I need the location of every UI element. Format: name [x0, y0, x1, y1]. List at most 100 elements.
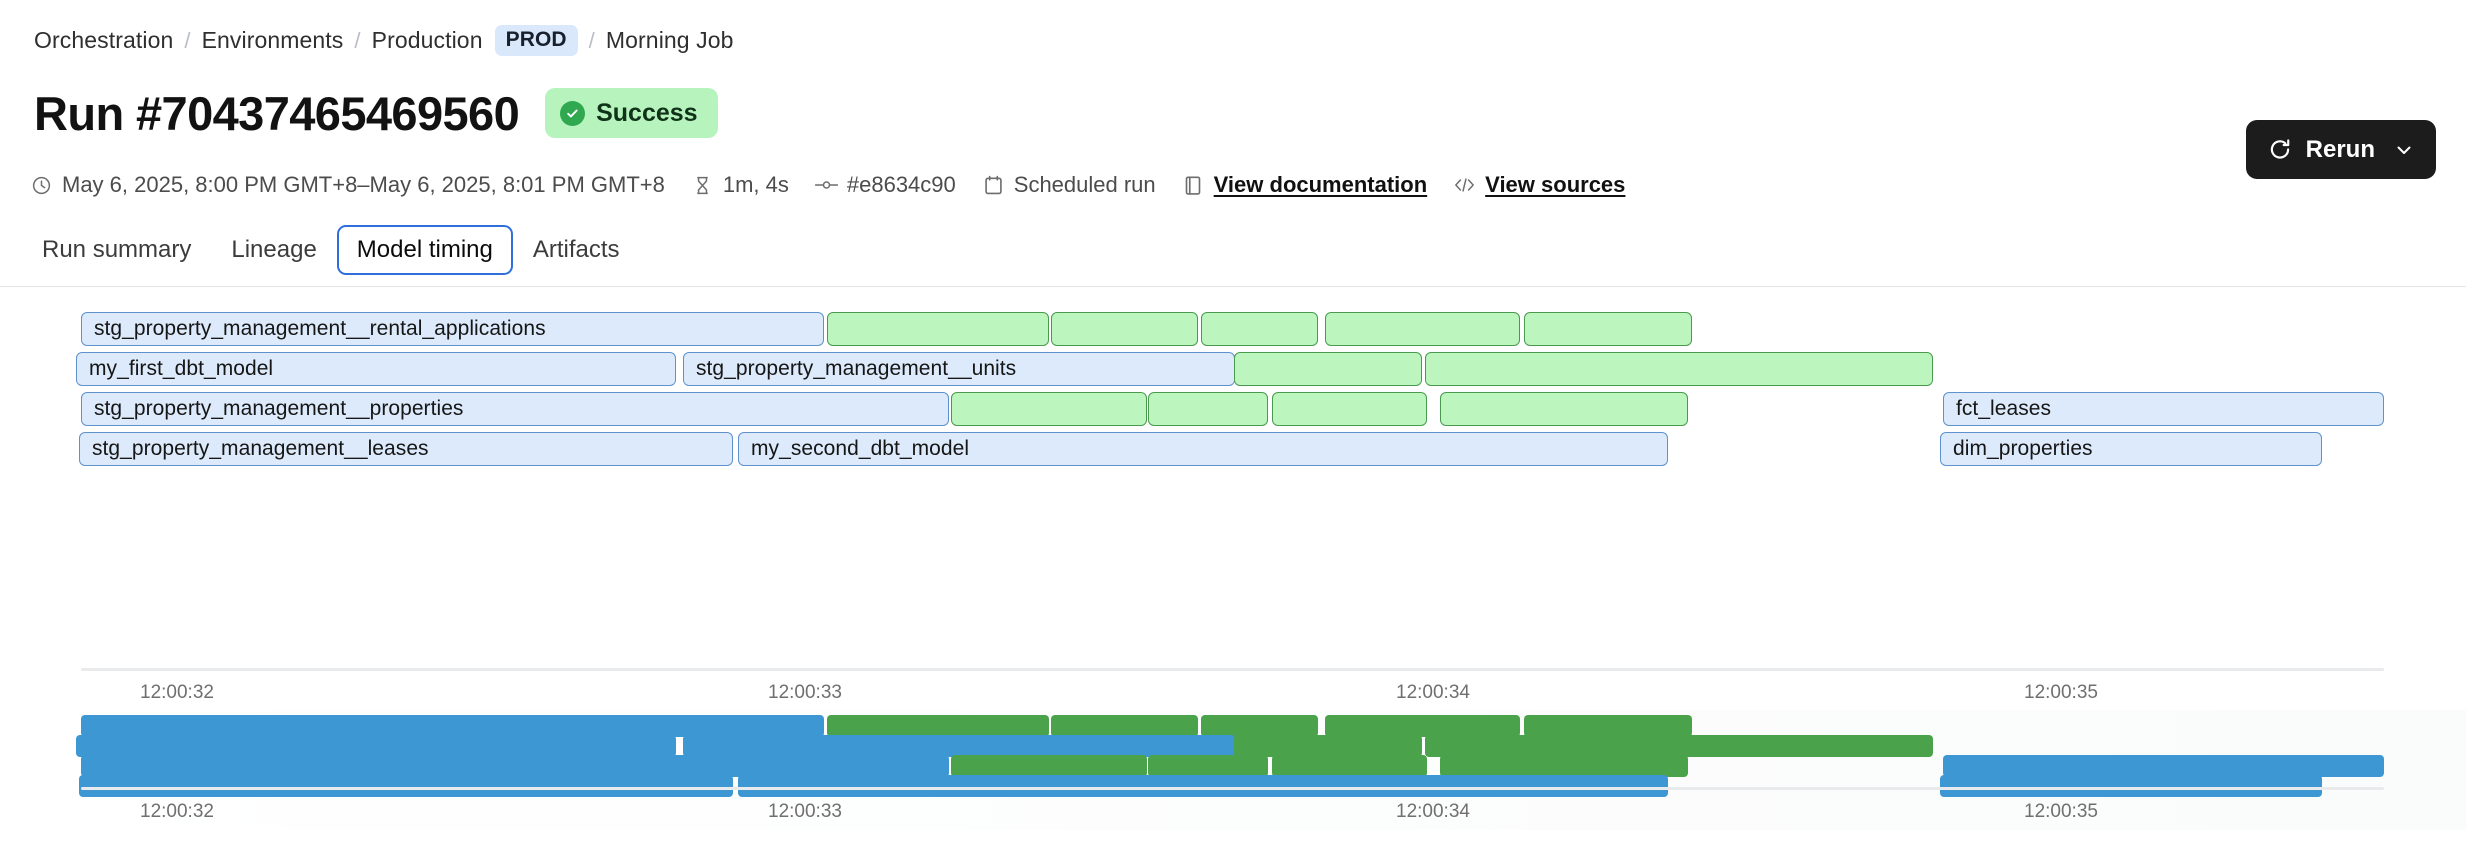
breadcrumb-item-environments[interactable]: Environments: [201, 27, 344, 53]
tab-lineage[interactable]: Lineage: [231, 236, 317, 263]
commit-icon: [814, 174, 838, 197]
gantt-bar-label: stg_property_management__properties: [94, 397, 464, 420]
minimap-bar-segment[interactable]: [827, 715, 1049, 737]
meta-commit-text: #e8634c90: [846, 172, 956, 197]
gantt-bar-segment[interactable]: [827, 312, 1049, 346]
axis-tick-label: 12:00:33: [768, 682, 842, 703]
minimap-bar-segment[interactable]: [1943, 755, 2384, 777]
minimap-bar-segment[interactable]: [1148, 755, 1268, 777]
minimap-bar-segment[interactable]: [951, 755, 1147, 777]
gantt-bar-segment[interactable]: [1148, 392, 1268, 426]
gantt-bar-segment[interactable]: [1051, 312, 1198, 346]
gantt-bar-label: my_first_dbt_model: [89, 357, 274, 380]
minimap-bar-segment[interactable]: [1201, 715, 1318, 737]
gantt-bar-segment[interactable]: [1440, 392, 1688, 426]
hourglass-icon: [691, 174, 714, 197]
breadcrumb-item-orchestration[interactable]: Orchestration: [34, 27, 174, 53]
minimap-bar-segment[interactable]: [683, 735, 1235, 757]
meta-view-sources[interactable]: View sources: [1453, 172, 1625, 198]
breadcrumb-item-morning-job[interactable]: Morning Job: [605, 27, 734, 53]
gantt-bar-segment[interactable]: [1234, 352, 1422, 386]
gantt-bar-my-first-dbt-model[interactable]: my_first_dbt_model: [76, 352, 676, 386]
tab-bar: Run summary Lineage Model timing Artifac…: [22, 222, 640, 278]
gantt-bar-stg-property-management--leases[interactable]: stg_property_management__leases: [79, 432, 733, 466]
gantt-row: stg_property_management__properties fct_l…: [0, 392, 2466, 426]
page-header: Run #70437465469560 Success: [34, 88, 718, 138]
code-icon: [1453, 174, 1476, 197]
axis-tick-label: 12:00:34: [1396, 801, 1470, 822]
gantt-minimap[interactable]: [0, 710, 2466, 830]
minimap-row: [0, 775, 2466, 797]
minimap-bar-segment[interactable]: [79, 775, 733, 797]
gantt-bar-segment[interactable]: [1425, 352, 1933, 386]
gantt-bar-stg-property-management--rental-applications[interactable]: stg_property_management__rental_applicat…: [81, 312, 824, 346]
meta-view-documentation-link[interactable]: View documentation: [1213, 172, 1428, 197]
gantt-row: stg_property_management__rental_applicat…: [0, 312, 2466, 346]
model-timing-chart: stg_property_management__rental_applicat…: [0, 300, 2466, 830]
gantt-bar-fct-leases[interactable]: fct_leases: [1943, 392, 2384, 426]
gantt-bar-my-second-dbt-model[interactable]: my_second_dbt_model: [738, 432, 1668, 466]
breadcrumb: Orchestration / Environments / Productio…: [34, 25, 734, 56]
gantt-detail[interactable]: stg_property_management__rental_applicat…: [0, 300, 2466, 562]
minimap-row: [0, 715, 2466, 737]
gantt-row: stg_property_management__leases my_second…: [0, 432, 2466, 466]
check-circle-icon: [560, 100, 586, 126]
gantt-bar-stg-property-management--units[interactable]: stg_property_management__units: [683, 352, 1235, 386]
tab-model-timing[interactable]: Model timing: [336, 225, 513, 275]
gantt-bar-segment[interactable]: [1272, 392, 1427, 426]
status-badge: Success: [545, 88, 718, 138]
gantt-bar-dim-properties[interactable]: dim_properties: [1940, 432, 2322, 466]
breadcrumb-separator: /: [184, 27, 191, 53]
gantt-bar-stg-property-management--properties[interactable]: stg_property_management__properties: [81, 392, 949, 426]
minimap-row: [0, 755, 2466, 777]
axis-tick-label: 12:00:32: [140, 801, 214, 822]
axis-tick-label: 12:00:32: [140, 682, 214, 703]
rerun-button-label: Rerun: [2305, 135, 2375, 163]
breadcrumb-separator: /: [354, 27, 361, 53]
breadcrumb-item-production[interactable]: Production: [371, 27, 483, 53]
gantt-bar-label: stg_property_management__rental_applicat…: [94, 317, 546, 340]
minimap-bar-segment[interactable]: [81, 715, 824, 737]
breadcrumb-separator: /: [588, 27, 595, 53]
gantt-minimap-axis-rule: [81, 787, 2384, 790]
minimap-bar-segment[interactable]: [1940, 775, 2322, 797]
tab-artifacts[interactable]: Artifacts: [532, 236, 620, 263]
minimap-bar-segment[interactable]: [81, 755, 949, 777]
gantt-bar-segment[interactable]: [951, 392, 1147, 426]
minimap-bar-segment[interactable]: [1325, 715, 1520, 737]
book-icon: [1182, 174, 1205, 197]
minimap-bar-segment[interactable]: [1272, 755, 1427, 777]
meta-trigger: Scheduled run: [982, 172, 1156, 198]
rerun-button[interactable]: Rerun: [2245, 120, 2436, 179]
page-title: Run #70437465469560: [34, 86, 520, 140]
gantt-bar-segment[interactable]: [1325, 312, 1520, 346]
gantt-bar-label: dim_properties: [1953, 437, 2093, 460]
status-badge-label: Success: [596, 98, 698, 127]
meta-duration-range-text: May 6, 2025, 8:00 PM GMT+8–May 6, 2025, …: [62, 172, 665, 197]
gantt-bar-segment[interactable]: [1201, 312, 1318, 346]
minimap-bar-segment[interactable]: [1051, 715, 1198, 737]
calendar-icon: [982, 174, 1005, 197]
refresh-icon: [2267, 137, 2293, 163]
minimap-bar-segment[interactable]: [1524, 715, 1692, 737]
meta-view-documentation[interactable]: View documentation: [1182, 172, 1428, 198]
minimap-bar-segment[interactable]: [1440, 755, 1688, 777]
gantt-bar-label: my_second_dbt_model: [751, 437, 970, 460]
axis-tick-label: 12:00:33: [768, 801, 842, 822]
gantt-bar-segment[interactable]: [1524, 312, 1692, 346]
tab-run-summary[interactable]: Run summary: [42, 236, 192, 263]
chevron-down-icon[interactable]: [2394, 140, 2414, 160]
minimap-bar-segment[interactable]: [1234, 735, 1422, 757]
meta-duration-range: May 6, 2025, 8:00 PM GMT+8–May 6, 2025, …: [30, 172, 665, 198]
meta-elapsed-text: 1m, 4s: [722, 172, 789, 197]
minimap-bar-segment[interactable]: [76, 735, 676, 757]
gantt-detail-axis-rule: [81, 668, 2384, 671]
meta-elapsed: 1m, 4s: [691, 172, 789, 198]
minimap-row: [0, 735, 2466, 757]
meta-view-sources-link[interactable]: View sources: [1485, 172, 1626, 197]
minimap-bar-segment[interactable]: [738, 775, 1668, 797]
gantt-row: my_first_dbt_model stg_property_managemen…: [0, 352, 2466, 386]
meta-trigger-text: Scheduled run: [1013, 172, 1156, 197]
axis-tick-label: 12:00:35: [2024, 801, 2098, 822]
minimap-bar-segment[interactable]: [1425, 735, 1933, 757]
